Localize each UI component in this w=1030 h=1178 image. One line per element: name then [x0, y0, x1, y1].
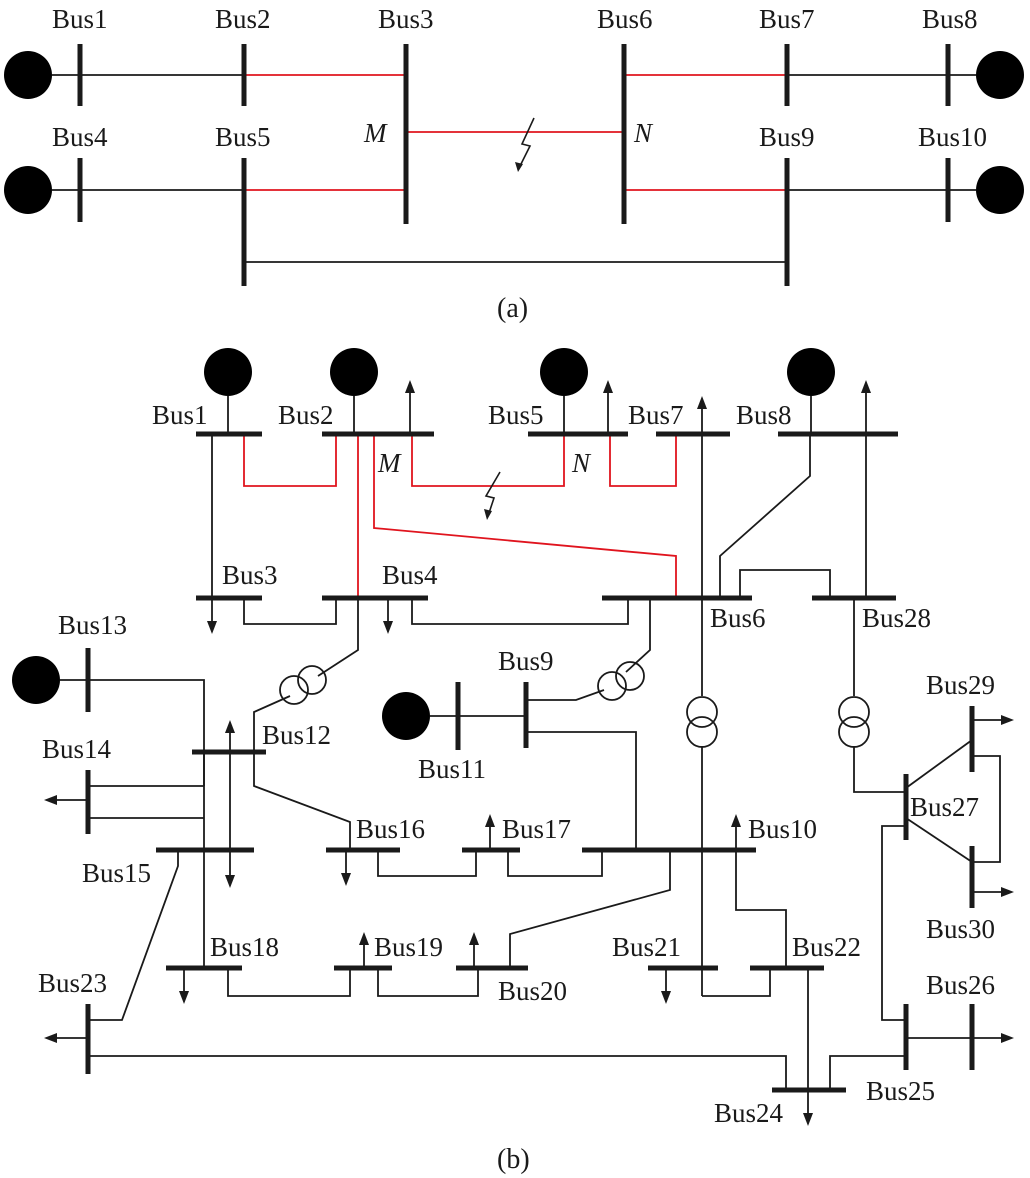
bus-label: Bus2 — [215, 4, 271, 34]
bus-label: Bus13 — [58, 610, 127, 640]
bus-label: Bus8 — [922, 4, 978, 34]
bus-label: Bus30 — [926, 914, 995, 944]
bus-label: Bus25 — [866, 1076, 935, 1106]
bus-label: Bus3 — [378, 4, 434, 34]
bus-label: Bus19 — [374, 932, 443, 962]
bus-label: Bus23 — [38, 968, 107, 998]
diagram-b: Bus1 Bus2 Bus5 Bus7 Bus8 M N Bus3 Bus4 B… — [12, 348, 1014, 1175]
bus-label: Bus24 — [714, 1098, 784, 1128]
point-n-label: N — [633, 118, 654, 148]
transformer-icon — [597, 661, 645, 701]
bus-label: Bus11 — [418, 754, 486, 784]
bus-label: Bus12 — [262, 720, 331, 750]
caption-a: (a) — [497, 293, 528, 324]
generator-icon — [787, 348, 835, 396]
diagram-a: Bus1 Bus2 Bus3 Bus6 Bus7 Bus8 Bus4 Bus5 … — [4, 4, 1024, 324]
generator-icon — [4, 166, 52, 214]
bus-label: Bus15 — [82, 858, 151, 888]
generator-icon — [4, 51, 52, 99]
branches — [88, 434, 1001, 1090]
bus-bars — [85, 431, 975, 1093]
fault-icon — [484, 471, 501, 520]
bus-label: Bus7 — [759, 4, 815, 34]
generator-icon — [382, 692, 430, 740]
bus-label: Bus14 — [42, 734, 112, 764]
bus-label: Bus1 — [52, 4, 108, 34]
highlighted-branches — [243, 434, 677, 598]
bus-label: Bus5 — [215, 122, 271, 152]
transformer-icon — [279, 665, 327, 705]
point-n-label: N — [571, 448, 592, 478]
bus-label: Bus28 — [862, 603, 931, 633]
bus-label: Bus21 — [612, 932, 681, 962]
bus-label: Bus9 — [498, 646, 554, 676]
bus-label: Bus18 — [210, 932, 279, 962]
bus-label: Bus7 — [628, 400, 684, 430]
bus-label: Bus10 — [748, 814, 817, 844]
generator-icon — [976, 166, 1024, 214]
bus-label: Bus27 — [910, 792, 979, 822]
bus-label: Bus5 — [488, 400, 544, 430]
point-m-label: M — [377, 448, 402, 478]
bus-label: Bus6 — [597, 4, 653, 34]
generator-icon — [976, 51, 1024, 99]
generator-icon — [330, 348, 378, 396]
transformer-icon — [838, 696, 870, 748]
bus-label: Bus20 — [498, 976, 567, 1006]
fault-icon — [515, 117, 535, 172]
bus-label: Bus8 — [736, 400, 792, 430]
bus-label: Bus17 — [502, 814, 571, 844]
bus-label: Bus10 — [918, 122, 987, 152]
generator-icon — [540, 348, 588, 396]
bus-label: Bus2 — [278, 400, 334, 430]
generator-icon — [12, 656, 60, 704]
bus-label: Bus29 — [926, 670, 995, 700]
bus-label: Bus6 — [710, 603, 766, 633]
bus-label: Bus16 — [356, 814, 425, 844]
bus-label: Bus26 — [926, 970, 995, 1000]
generator-icon — [204, 348, 252, 396]
bus-label: Bus9 — [759, 122, 815, 152]
load-arrow-icon — [44, 380, 1014, 1126]
bus-label: Bus3 — [222, 560, 278, 590]
bus-label: Bus4 — [52, 122, 108, 152]
bus-label: Bus1 — [152, 400, 208, 430]
bus-label: Bus4 — [382, 560, 438, 590]
transformer-icon — [686, 696, 718, 748]
point-m-label: M — [363, 118, 388, 148]
caption-b: (b) — [497, 1144, 530, 1175]
bus-label: Bus22 — [792, 932, 861, 962]
